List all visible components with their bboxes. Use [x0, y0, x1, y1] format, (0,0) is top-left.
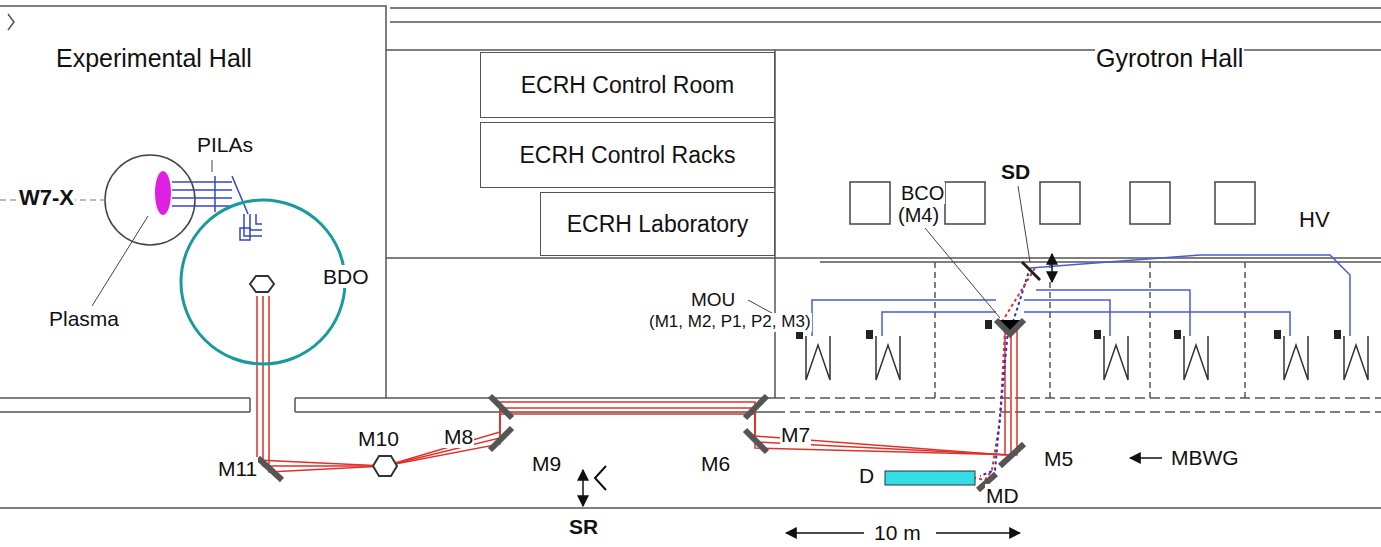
pila-lines — [172, 176, 262, 240]
part-label: M7 — [780, 423, 811, 446]
move-arrow — [1051, 254, 1053, 282]
part-label: M11 — [217, 457, 258, 480]
room-box: ECRH Laboratory — [540, 192, 775, 256]
gyrotron-beams — [812, 255, 1350, 336]
highlight-circle — [181, 200, 345, 364]
bdo-optic — [250, 276, 274, 292]
part-label: D — [858, 464, 875, 487]
part-label: BDO — [322, 265, 370, 288]
part-label: Experimental Hall — [55, 45, 253, 73]
reflector-symbol — [595, 466, 606, 490]
mou-units — [806, 336, 1368, 380]
dummy-load — [885, 471, 975, 485]
part-label: HV — [1298, 208, 1331, 232]
part-label: MOU — [690, 290, 736, 311]
part-label: M5 — [1043, 447, 1074, 470]
dotted-beam — [980, 268, 1030, 476]
part-label: Gyrotron Hall — [1095, 45, 1244, 73]
part-label: (M1, M2, P1, P2, M3) — [648, 313, 812, 332]
dotted-beam — [975, 330, 1005, 480]
leader-line — [1018, 186, 1030, 262]
mirror-m10 — [373, 456, 397, 476]
part-label: Plasma — [48, 307, 120, 330]
room-name: ECRH Control Room — [513, 72, 742, 99]
room-name: ECRH Control Racks — [512, 142, 744, 169]
dotted-beam — [1002, 268, 1035, 322]
part-label: SR — [568, 515, 599, 538]
move-arrow — [582, 470, 584, 506]
part-label: 10 m — [873, 521, 922, 544]
leader-line — [925, 228, 1000, 318]
part-label: MBWG — [1170, 446, 1240, 469]
part-label: W7-X — [18, 186, 75, 210]
switch-mirror — [1022, 262, 1040, 280]
w7x-vessel — [105, 155, 195, 245]
room-box: ECRH Control Room — [480, 52, 775, 118]
leader-line — [92, 216, 148, 306]
part-label: PILAs — [196, 133, 254, 156]
part-label: SD — [1000, 160, 1031, 183]
direction-arrow — [1130, 457, 1162, 459]
building-walls — [0, 6, 1381, 508]
part-label: BCO — [900, 182, 945, 204]
part-label: M6 — [700, 452, 731, 475]
part-label: (M4) — [897, 204, 940, 226]
leader-line — [212, 160, 213, 172]
part-label: MD — [985, 484, 1020, 507]
gyrotron-blocks — [796, 320, 1341, 339]
part-label: M8 — [443, 425, 474, 448]
part-label: M9 — [531, 452, 562, 475]
part-label: M10 — [357, 427, 400, 450]
beam-path — [257, 296, 1017, 472]
plasma — [155, 171, 171, 215]
mirrors — [258, 320, 1024, 490]
room-box: ECRH Control Racks — [480, 122, 775, 188]
room-name: ECRH Laboratory — [559, 211, 757, 238]
